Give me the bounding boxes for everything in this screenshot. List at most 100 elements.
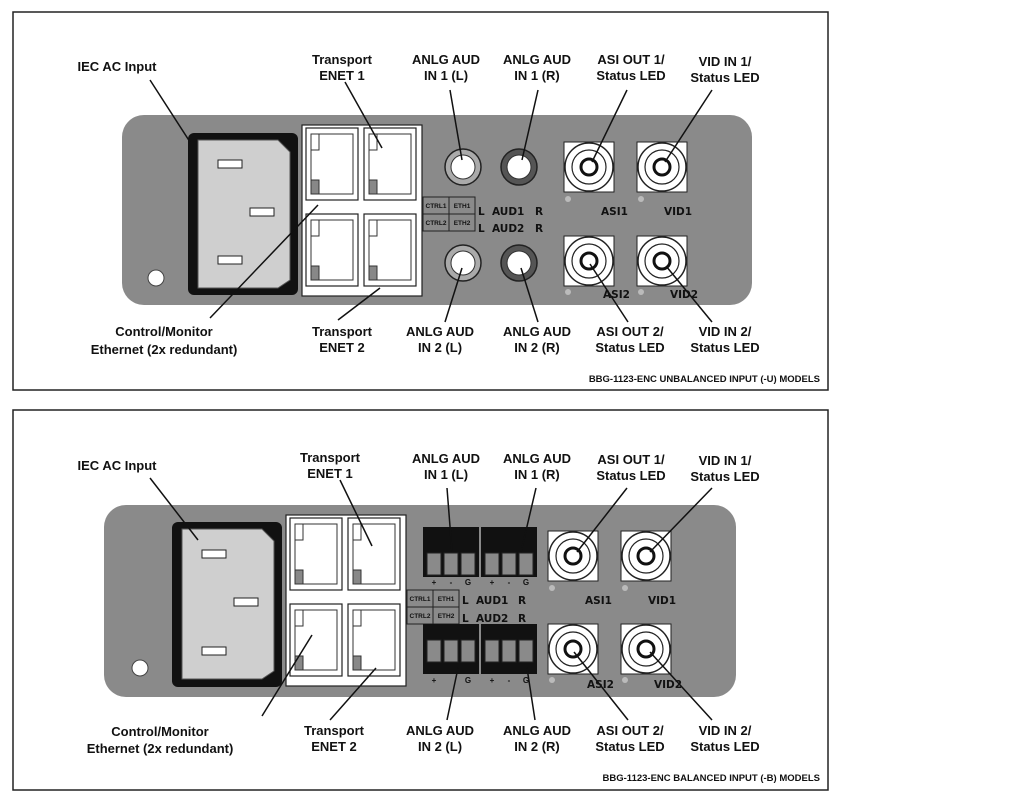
asi-out2-label-2: Status LED — [595, 340, 664, 355]
iec-ac-input-label: IEC AC Input — [78, 458, 158, 473]
aud2-label: AUD2 — [476, 613, 508, 625]
eth1-label: ETH1 — [454, 203, 471, 210]
transport-enet1-label-2: ENET 1 — [307, 466, 353, 481]
bnc-asi2[interactable] — [547, 623, 599, 675]
asi-out1-label-2: Status LED — [596, 468, 665, 483]
anlg-aud-in2-l-label-2: IN 2 (L) — [418, 739, 462, 754]
aud2-l-label: L — [478, 223, 485, 235]
vid1-label: VID1 — [664, 206, 692, 218]
pin-plus-label: + — [490, 676, 495, 685]
pin-plus-label: + — [432, 676, 437, 685]
anlg-aud-in2-r-label-2: IN 2 (R) — [514, 739, 560, 754]
terminal-block-in1-l[interactable]: + - G — [423, 527, 479, 587]
anlg-aud-in2-l-label-2: IN 2 (L) — [418, 340, 462, 355]
ctrl1-label: CTRL1 — [426, 203, 447, 210]
ethernet-ports-block — [285, 514, 407, 687]
bnc-vid2[interactable] — [636, 235, 688, 287]
transport-enet2-label-1: Transport — [312, 324, 373, 339]
control-monitor-label-1: Control/Monitor — [111, 724, 208, 739]
transport-enet2-port[interactable] — [363, 213, 417, 287]
asi1-status-led — [549, 585, 555, 591]
panel-caption: BBG-1123-ENC BALANCED INPUT (-B) MODELS — [603, 773, 820, 784]
vid1-status-led — [622, 585, 628, 591]
panel-balanced: CTRL1 ETH1 CTRL2 ETH2 + - G + - G — [12, 409, 829, 791]
aud1-r-label: R — [535, 206, 543, 218]
transport-enet1-label-2: ENET 1 — [319, 68, 365, 83]
ctrl-eth-silkscreen: CTRL1 ETH1 CTRL2 ETH2 — [406, 589, 460, 625]
aud1-label: AUD1 — [492, 206, 524, 218]
anlg-aud-in1-r-label-2: IN 1 (R) — [514, 68, 560, 83]
aud2-r-label: R — [535, 223, 543, 235]
asi2-status-led — [565, 289, 571, 295]
rca-jack-in1-l[interactable] — [444, 148, 482, 186]
pin-g-label: G — [465, 578, 471, 587]
vid-in2-label-1: VID IN 2/ — [699, 723, 752, 738]
bnc-asi1[interactable] — [563, 141, 615, 193]
callout-lines — [149, 477, 713, 721]
rca-jack-in1-r[interactable] — [500, 148, 538, 186]
iec-ac-inlet — [188, 133, 298, 295]
transport-enet2-label-1: Transport — [304, 723, 365, 738]
bnc-vid1[interactable] — [636, 141, 688, 193]
terminal-block-in2-l[interactable]: + G — [423, 624, 479, 685]
transport-enet1-port-b[interactable] — [347, 517, 401, 591]
bnc-asi2[interactable] — [563, 235, 615, 287]
ctrl1-label: CTRL1 — [410, 596, 431, 603]
ctrl-eth-port[interactable] — [305, 213, 359, 287]
asi-out1-label-1: ASI OUT 1/ — [597, 452, 665, 467]
control-monitor-label-2: Ethernet (2x redundant) — [91, 342, 238, 357]
asi1-label: ASI1 — [601, 206, 628, 218]
pin-minus-label: - — [450, 578, 453, 587]
vid-in1-label-1: VID IN 1/ — [699, 54, 752, 69]
vid1-label: VID1 — [648, 595, 676, 607]
anlg-aud-in1-r-label-1: ANLG AUD — [503, 451, 571, 466]
asi1-status-led — [565, 196, 571, 202]
iec-ac-inlet — [172, 522, 282, 687]
eth2-label: ETH2 — [438, 613, 455, 620]
anlg-aud-in2-l-label-1: ANLG AUD — [406, 324, 474, 339]
bnc-vid1[interactable] — [620, 530, 672, 582]
transport-enet1-port[interactable] — [305, 127, 359, 201]
ethernet-ports-block — [301, 124, 423, 297]
anlg-aud-in1-l-label-2: IN 1 (L) — [424, 467, 468, 482]
vid-in1-label-1: VID IN 1/ — [699, 453, 752, 468]
rca-jack-in2-l[interactable] — [444, 244, 482, 282]
ctrl-eth-port[interactable] — [289, 603, 343, 677]
asi-out1-label-2: Status LED — [596, 68, 665, 83]
vid-in2-label-1: VID IN 2/ — [699, 324, 752, 339]
vid-in2-label-2: Status LED — [690, 340, 759, 355]
anlg-aud-in2-r-label-2: IN 2 (R) — [514, 340, 560, 355]
aud2-l-label: L — [462, 613, 469, 625]
pin-g-label: G — [523, 578, 529, 587]
mounting-hole — [131, 659, 149, 677]
eth2-label: ETH2 — [454, 220, 471, 227]
aud1-r-label: R — [518, 595, 526, 607]
aud2-label: AUD2 — [492, 223, 524, 235]
asi-out2-label-1: ASI OUT 2/ — [596, 324, 664, 339]
transport-enet1-port-b[interactable] — [363, 127, 417, 201]
transport-enet1-label-1: Transport — [300, 450, 361, 465]
control-monitor-label-2: Ethernet (2x redundant) — [87, 741, 234, 756]
rca-jack-in2-r[interactable] — [500, 244, 538, 282]
pin-plus-label: + — [432, 578, 437, 587]
bnc-asi1[interactable] — [547, 530, 599, 582]
eth1-label: ETH1 — [438, 596, 455, 603]
pin-minus-label: - — [508, 578, 511, 587]
pin-plus-label: + — [490, 578, 495, 587]
ctrl-eth-silkscreen: CTRL1 ETH1 CTRL2 ETH2 — [422, 196, 476, 232]
transport-enet2-port[interactable] — [347, 603, 401, 677]
transport-enet2-label-2: ENET 2 — [319, 340, 365, 355]
vid2-label: VID2 — [654, 679, 682, 691]
transport-enet1-port[interactable] — [289, 517, 343, 591]
terminal-block-in2-r[interactable]: + - G — [481, 624, 537, 685]
terminal-block-in1-r[interactable]: + - G — [481, 527, 537, 587]
pin-minus-label: - — [508, 676, 511, 685]
vid2-status-led — [622, 677, 628, 683]
aud1-l-label: L — [462, 595, 469, 607]
transport-enet2-label-2: ENET 2 — [311, 739, 357, 754]
callout-lines — [149, 79, 713, 323]
vid-in1-label-2: Status LED — [690, 70, 759, 85]
anlg-aud-in2-r-label-1: ANLG AUD — [503, 723, 571, 738]
panel-caption: BBG-1123-ENC UNBALANCED INPUT (-U) MODEL… — [589, 374, 820, 385]
